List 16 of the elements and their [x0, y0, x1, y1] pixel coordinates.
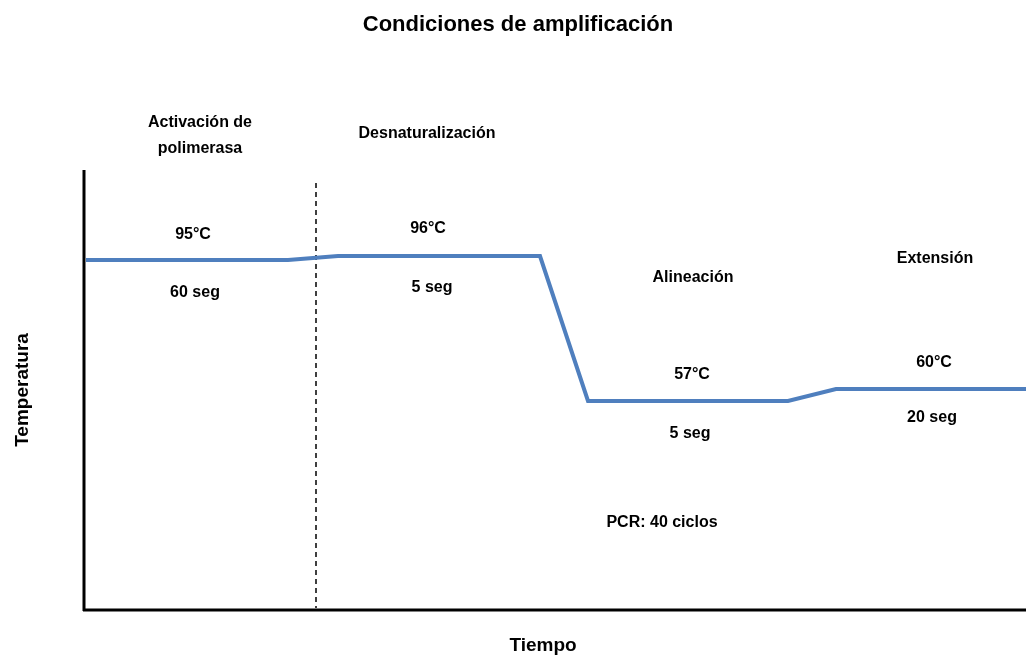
duration-label: 5 seg	[411, 277, 453, 297]
phase-label: Alineación	[652, 267, 734, 287]
phase-label: Desnaturalización	[358, 123, 496, 143]
phase-label: Activación de polimerasa	[147, 112, 253, 158]
duration-label: 20 seg	[907, 407, 957, 427]
chart-title: Condiciones de amplificación	[362, 11, 674, 37]
duration-label: 60 seg	[170, 282, 220, 302]
cycle-note: PCR: 40 ciclos	[606, 512, 718, 532]
temperature-label: 57°C	[674, 364, 710, 384]
axis-title: Tiempo	[509, 635, 577, 655]
temperature-label: 60°C	[916, 352, 952, 372]
duration-label: 5 seg	[669, 423, 711, 443]
temperature-label: 95°C	[175, 224, 211, 244]
axis-title: Temperatura	[12, 333, 32, 447]
phase-label: Extensión	[896, 248, 974, 268]
temperature-label: 96°C	[410, 218, 446, 238]
